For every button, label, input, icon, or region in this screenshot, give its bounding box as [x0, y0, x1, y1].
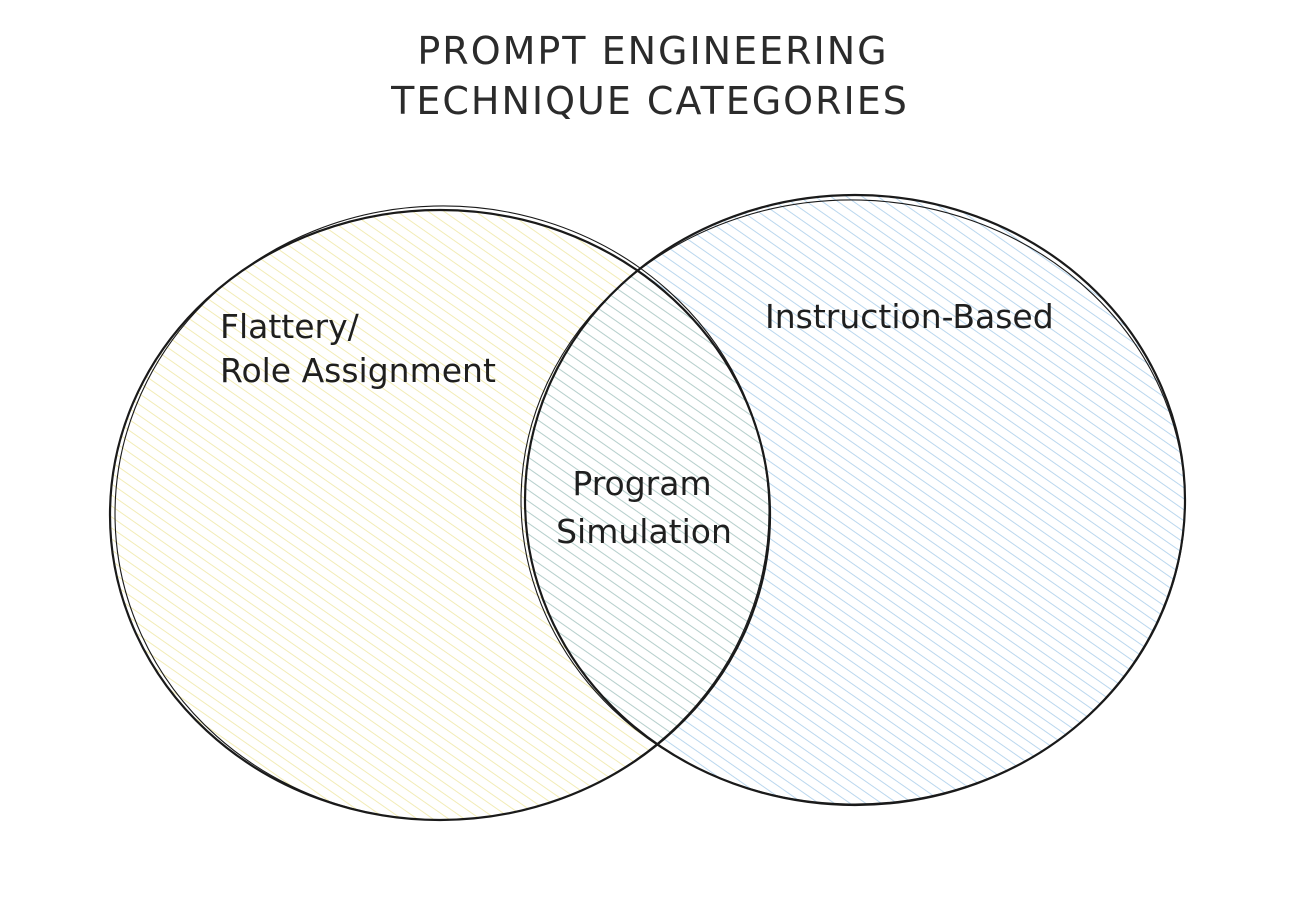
diagram-title-line-1: PROMPT ENGINEERING [417, 29, 888, 73]
right-set-outline [520, 193, 1187, 807]
left-set-outline [108, 205, 772, 822]
left-set-label-line-2: Role Assignment [220, 351, 496, 390]
right-set-fill [525, 195, 1185, 805]
left-set-label-line-1: Flattery/ [220, 307, 360, 346]
overlap-label-line-2: Simulation [556, 512, 732, 551]
overlap-label-line-1: Program [572, 464, 711, 503]
diagram-title-line-2: TECHNIQUE CATEGORIES [390, 79, 909, 123]
right-set-label: Instruction-Based [765, 297, 1054, 336]
